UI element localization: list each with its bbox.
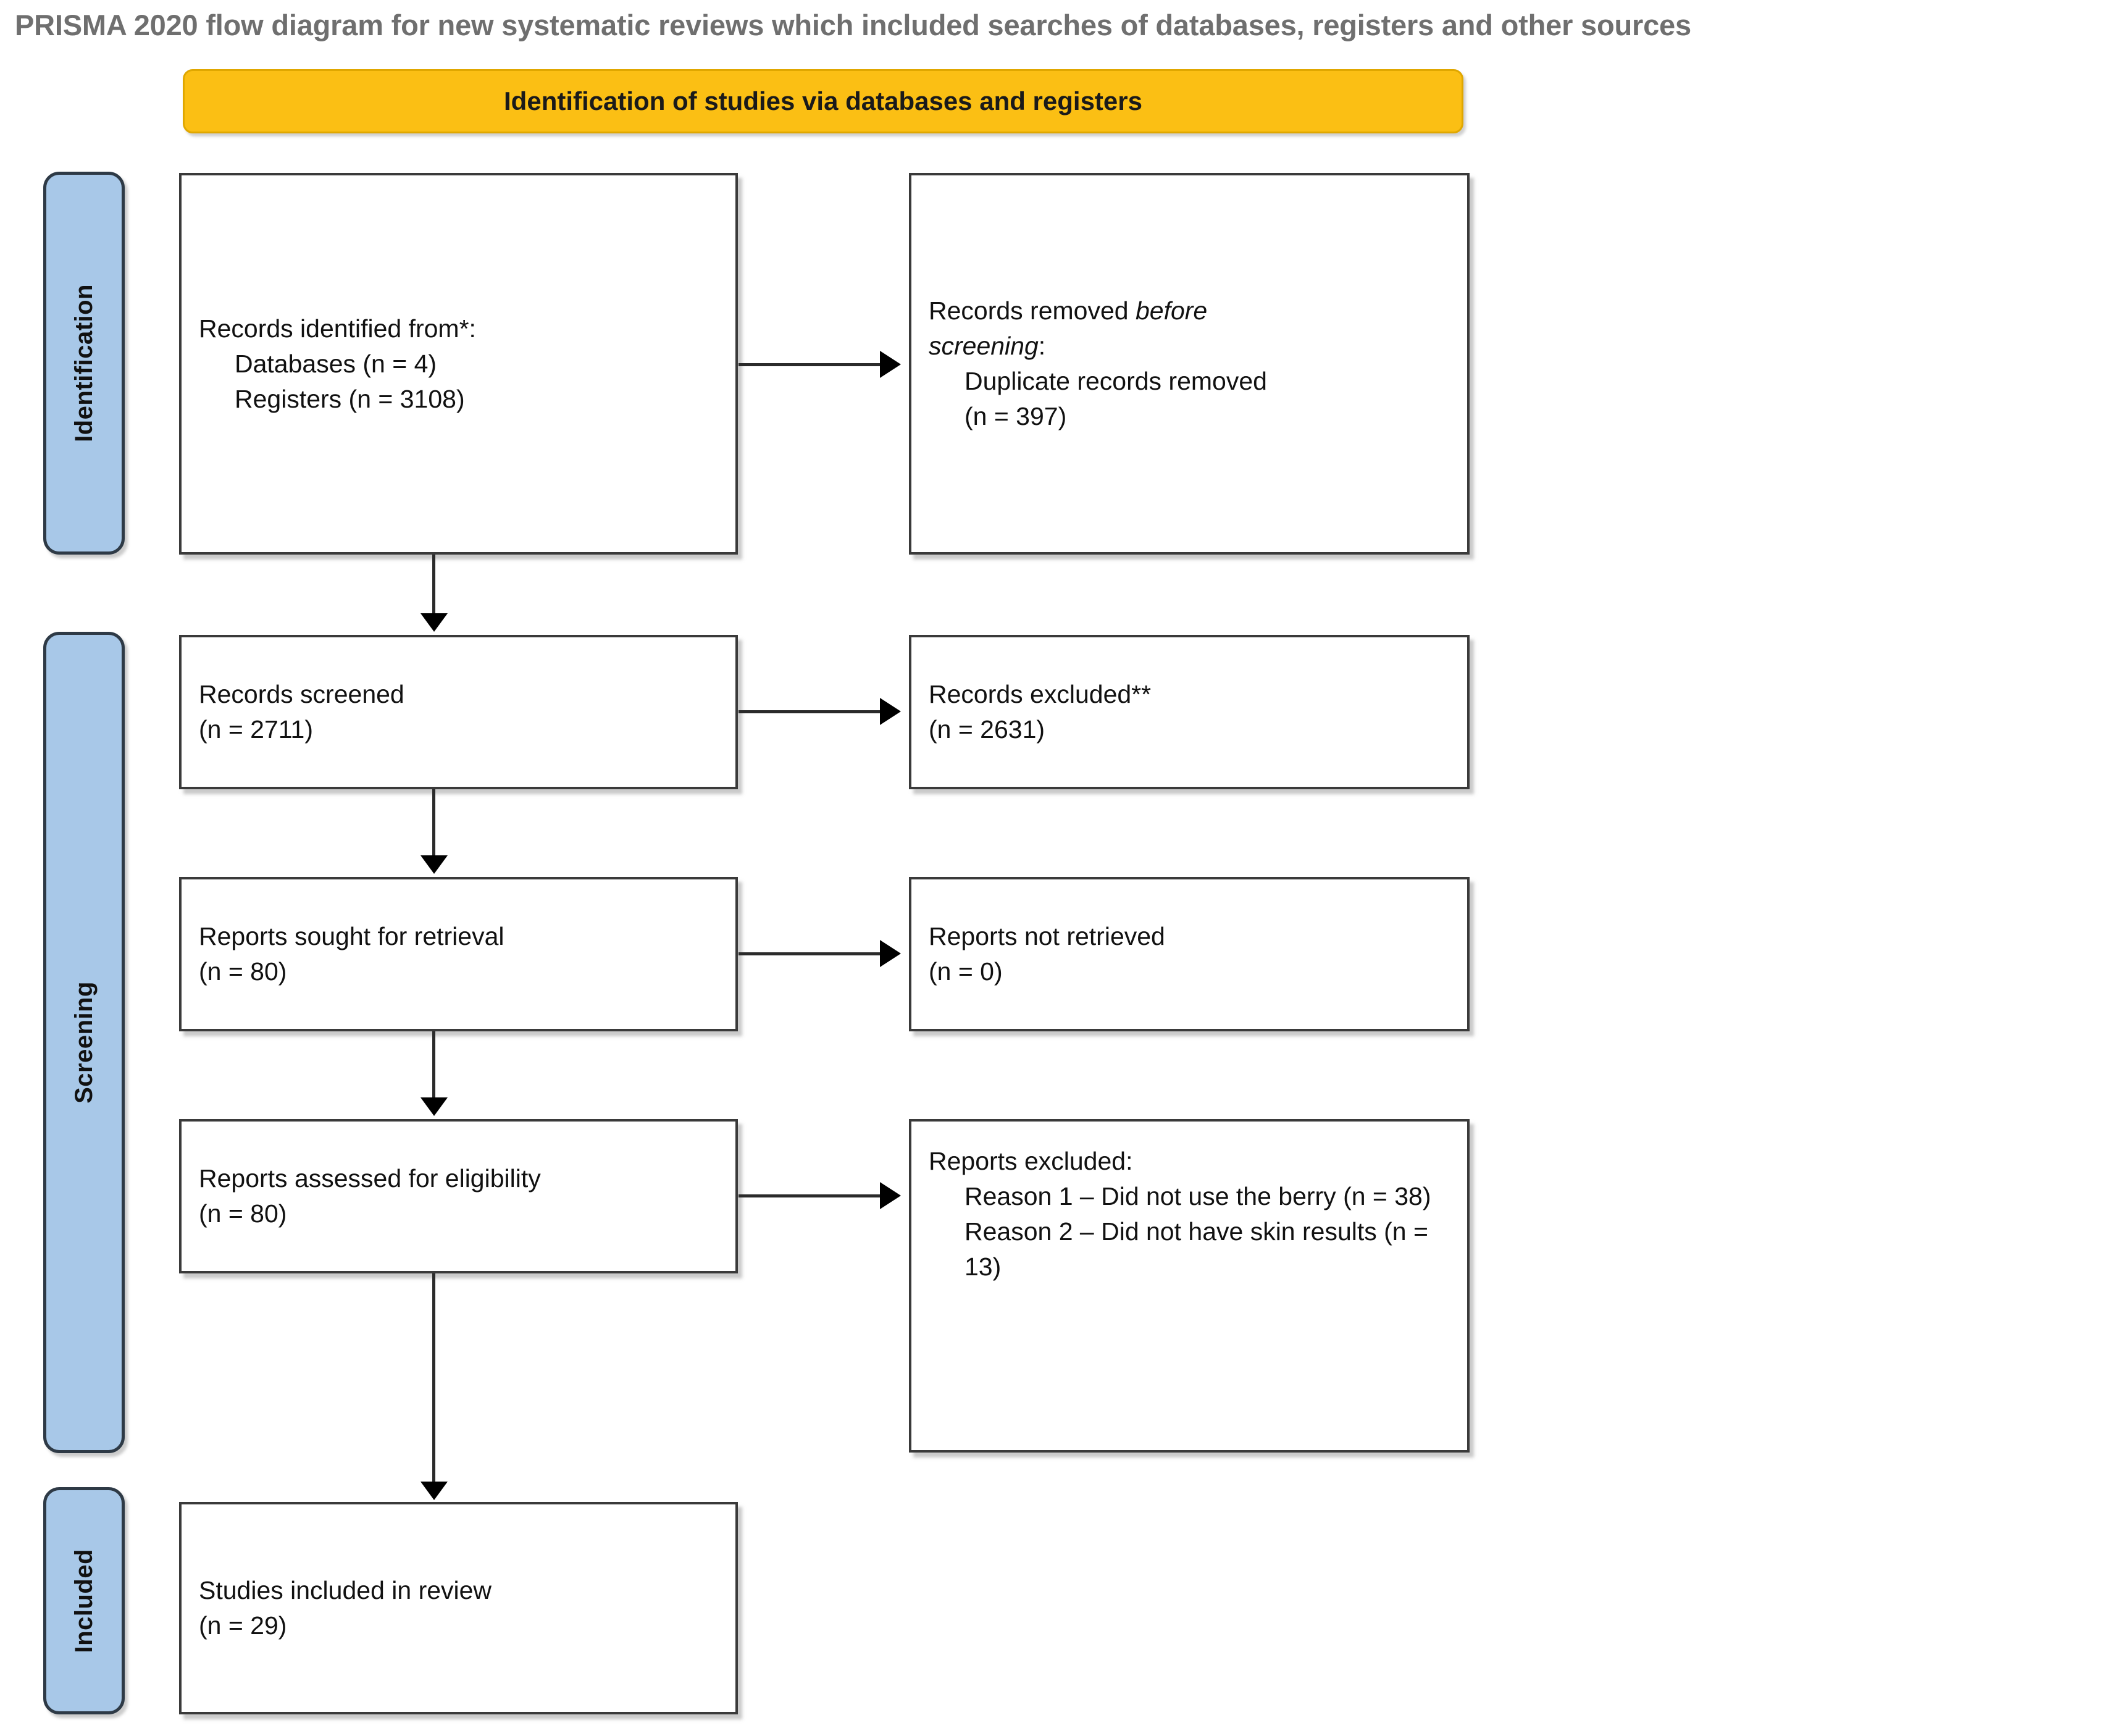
section-header-identification: Identification of studies via databases … [183, 69, 1463, 133]
records-screened-count: (n = 2711) [199, 715, 314, 744]
records-removed-heading-line2: screening: [929, 329, 1450, 364]
records-removed-duplicates: Duplicate records removed [964, 367, 1267, 395]
records-identified-heading: Records identified from*: [199, 314, 476, 343]
connector-screened-to-sought [432, 789, 435, 856]
page-title: PRISMA 2020 flow diagram for new systema… [15, 9, 1691, 41]
stage-label-included: Included [70, 1548, 98, 1653]
connector-identified-to-removed [739, 363, 885, 366]
arrowhead-identified-to-screened [421, 613, 448, 632]
stage-label-identification: Identification [70, 284, 98, 442]
arrowhead-sought-to-not-retrieved [880, 940, 901, 967]
box-records-screened: Records screened (n = 2711) [179, 635, 738, 789]
box-reports-excluded-reasons: Reports excluded: Reason 1 – Did not use… [909, 1119, 1470, 1453]
stage-pill-identification: Identification [43, 172, 125, 555]
arrowhead-screened-to-sought [421, 855, 448, 874]
connector-assessed-to-reports-excluded [739, 1194, 885, 1197]
section-header-label: Identification of studies via databases … [504, 86, 1142, 115]
box-reports-not-retrieved: Reports not retrieved (n = 0) [909, 877, 1470, 1031]
studies-included-label: Studies included in review [199, 1576, 492, 1604]
records-excluded-count: (n = 2631) [929, 715, 1045, 744]
connector-screened-to-excluded [739, 710, 885, 713]
records-removed-heading-line1: Records removed before [929, 293, 1450, 329]
reports-assessed-count: (n = 80) [199, 1199, 287, 1228]
records-screened-label: Records screened [199, 680, 404, 708]
box-reports-assessed: Reports assessed for eligibility (n = 80… [179, 1119, 738, 1273]
records-removed-heading-emph: before [1135, 296, 1208, 325]
arrowhead-assessed-to-reports-excluded [880, 1182, 901, 1209]
arrowhead-sought-to-assessed [421, 1097, 448, 1116]
reports-not-retrieved-count: (n = 0) [929, 957, 1003, 986]
arrowhead-assessed-to-studies [421, 1482, 448, 1500]
records-removed-duplicates-count: (n = 397) [964, 402, 1067, 430]
stage-pill-screening: Screening [43, 632, 125, 1453]
reports-excluded-reason-1: Reason 1 – Did not use the berry (n = 38… [964, 1182, 1431, 1210]
connector-sought-to-assessed [432, 1031, 435, 1098]
reports-excluded-reason-2: Reason 2 – Did not have skin results (n … [964, 1217, 1428, 1281]
records-identified-registers: Registers (n = 3108) [235, 384, 465, 413]
connector-assessed-to-studies [432, 1273, 435, 1483]
reports-excluded-heading: Reports excluded: [929, 1147, 1133, 1175]
records-removed-heading-colon: : [1038, 332, 1046, 360]
box-records-removed: Records removed before screening: Duplic… [909, 173, 1470, 555]
box-reports-sought: Reports sought for retrieval (n = 80) [179, 877, 738, 1031]
box-records-excluded: Records excluded** (n = 2631) [909, 635, 1470, 789]
box-studies-included: Studies included in review (n = 29) [179, 1502, 738, 1714]
stage-pill-included: Included [43, 1487, 125, 1714]
box-records-identified: Records identified from*: Databases (n =… [179, 173, 738, 555]
records-excluded-label: Records excluded** [929, 680, 1152, 708]
reports-sought-count: (n = 80) [199, 957, 287, 986]
connector-sought-to-not-retrieved [739, 952, 885, 955]
arrowhead-screened-to-excluded [880, 698, 901, 725]
connector-identified-to-screened [432, 555, 435, 616]
reports-sought-label: Reports sought for retrieval [199, 922, 504, 950]
reports-not-retrieved-label: Reports not retrieved [929, 922, 1165, 950]
reports-assessed-label: Reports assessed for eligibility [199, 1164, 541, 1193]
studies-included-count: (n = 29) [199, 1611, 287, 1640]
records-removed-heading-text: Records removed [929, 296, 1136, 325]
records-identified-databases: Databases (n = 4) [235, 349, 437, 378]
records-removed-heading-emph2: screening [929, 332, 1039, 360]
arrowhead-identified-to-removed [880, 351, 901, 378]
stage-label-screening: Screening [70, 981, 98, 1104]
